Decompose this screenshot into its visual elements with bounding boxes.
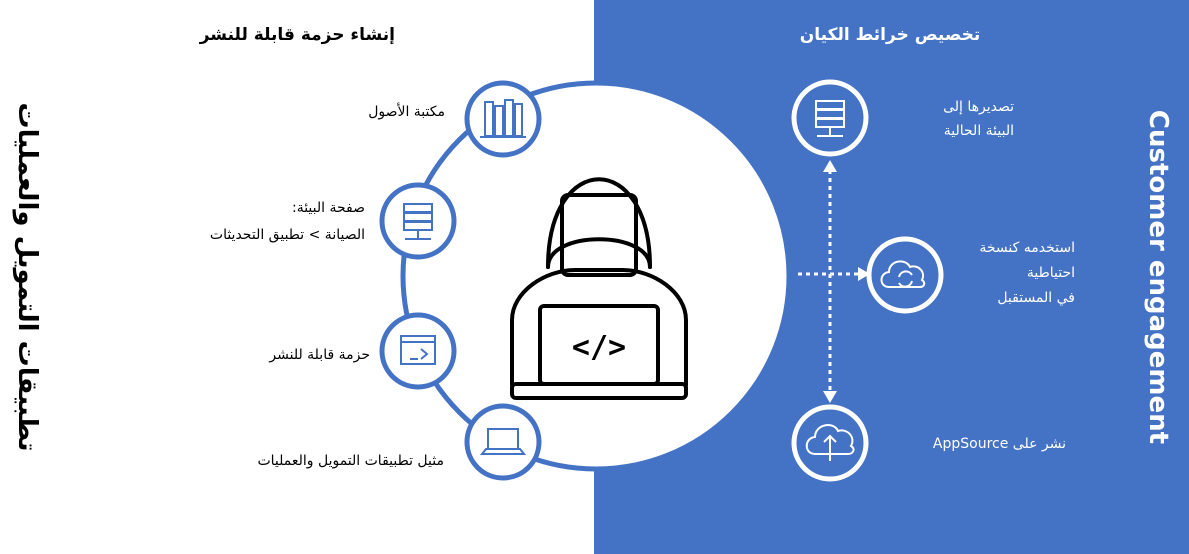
backup-circle bbox=[866, 236, 944, 314]
cloud-sync-icon bbox=[880, 260, 926, 288]
arrow-down bbox=[823, 391, 837, 403]
arrow-right bbox=[858, 267, 870, 281]
deployable-package-label: حزمة قابلة للنشر bbox=[269, 347, 370, 363]
server-icon bbox=[403, 203, 433, 240]
environment-page-sublabel: الصيانة > تطبيق التحديثات bbox=[209, 227, 365, 243]
code-symbol: </> bbox=[572, 330, 626, 365]
left-heading: إنشاء حزمة قابلة للنشر bbox=[199, 25, 395, 45]
export-environment-sublabel: البيئة الحالية bbox=[943, 123, 1014, 139]
backup-label: استخدمه كنسخة bbox=[979, 240, 1075, 256]
export-environment-circle bbox=[791, 79, 869, 157]
books-icon bbox=[480, 99, 526, 138]
developer-icon bbox=[510, 177, 688, 400]
finance-ops-side-title: تطبيقات التمويل والعمليات bbox=[12, 102, 42, 452]
customer-engagement-side-title: Customer engagement bbox=[1143, 109, 1173, 445]
appsource-label: نشر على AppSource bbox=[932, 436, 1066, 452]
server-icon bbox=[815, 100, 845, 137]
arrow-up bbox=[823, 160, 837, 172]
appsource-circle bbox=[791, 404, 869, 482]
connector-lines bbox=[798, 170, 860, 395]
terminal-window-icon bbox=[400, 335, 436, 365]
backup-sublabel-2: في المستقبل bbox=[997, 290, 1075, 306]
environment-page-label: صفحة البيئة: bbox=[291, 200, 365, 216]
export-environment-label: تصديرها إلى bbox=[943, 99, 1014, 115]
right-heading: تخصيص خرائط الكيان bbox=[799, 25, 981, 45]
laptop-icon bbox=[479, 428, 527, 455]
asset-library-circle bbox=[464, 80, 542, 158]
deployable-package-circle bbox=[379, 312, 457, 390]
finance-ops-instance-circle bbox=[464, 403, 542, 481]
cloud-upload-icon bbox=[805, 424, 855, 461]
finance-ops-instance-label: مثيل تطبيقات التمويل والعمليات bbox=[257, 453, 444, 469]
backup-sublabel-1: احتياطية bbox=[1026, 265, 1075, 281]
asset-library-label: مكتبة الأصول bbox=[368, 104, 445, 120]
environment-page-circle bbox=[379, 182, 457, 260]
